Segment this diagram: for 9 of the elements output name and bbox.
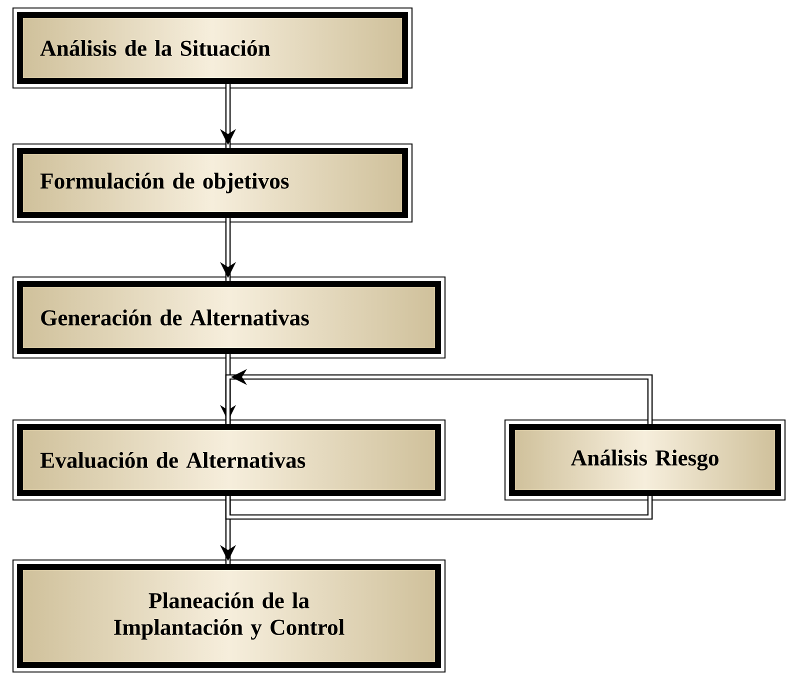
- arrow: [220, 84, 236, 148]
- process-box: Generación de Alternativas: [12, 276, 446, 359]
- process-box: Formulación de objetivos: [12, 143, 413, 223]
- arrow: [225, 369, 653, 424]
- arrow: [220, 218, 236, 282]
- process-box: Análisis de la Situación: [12, 7, 413, 89]
- process-box: Evaluación de Alternativas: [12, 419, 446, 501]
- process-box: Planeación de la Implantación y Control: [12, 559, 446, 673]
- process-box: Análisis Riesgo: [504, 419, 786, 501]
